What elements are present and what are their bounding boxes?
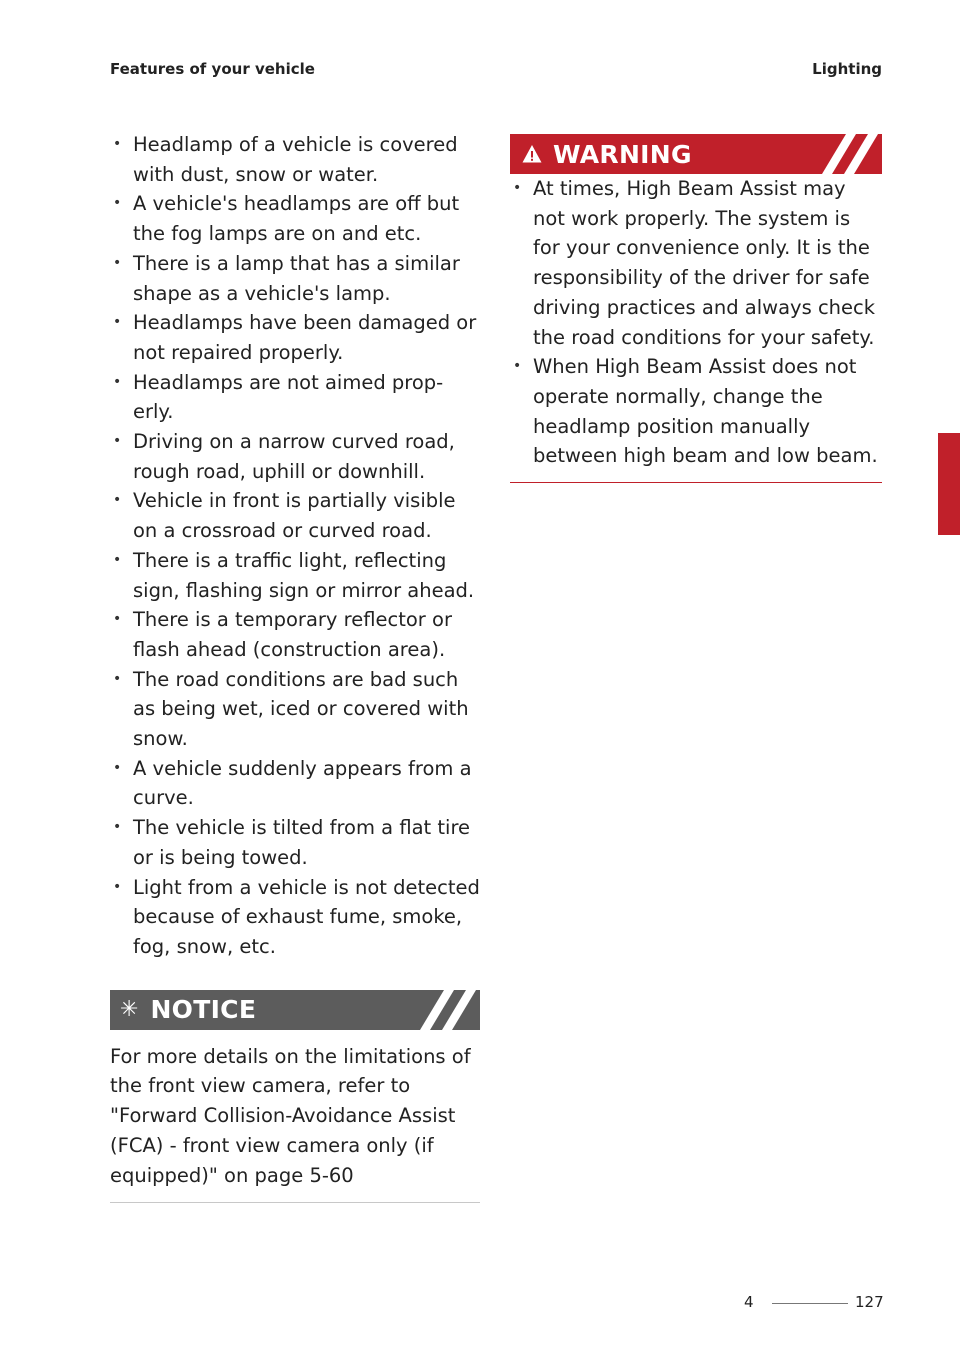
list-item: There is a temporary reflector or flash … [110, 605, 480, 664]
warning-triangle-icon [522, 145, 542, 163]
list-item: Headlamp of a vehicle is covered with du… [110, 130, 480, 189]
left-column: Headlamp of a vehicle is covered with du… [110, 130, 480, 1204]
page-number: 127 [855, 1293, 884, 1311]
list-item: There is a lamp that has a similar shape… [110, 249, 480, 308]
list-item: A vehicle suddenly appears from a curve. [110, 754, 480, 813]
list-item: Light from a vehicle is not detected bec… [110, 873, 480, 962]
header-section-title: Features of your vehicle [110, 60, 315, 78]
notice-banner: ✳ NOTICE [110, 989, 480, 1030]
list-item: The road conditions are bad such as bein… [110, 665, 480, 754]
list-item: When High Beam Assist does not operate n… [510, 352, 882, 471]
chapter-side-tab [938, 433, 960, 535]
list-item: Headlamps have been damaged or not repai… [110, 308, 480, 367]
list-item: The vehicle is tilted from a flat tire o… [110, 813, 480, 872]
right-column: WARNING At times, High Beam Assist may n… [510, 134, 882, 484]
list-item: Headlamps are not aimed prop-erly. [110, 368, 480, 427]
footer-chapter-number: 4 [744, 1293, 754, 1311]
list-item: Driving on a narrow curved road, rough r… [110, 427, 480, 486]
list-item: A vehicle's headlamps are off but the fo… [110, 189, 480, 248]
divider [510, 482, 882, 484]
asterisk-icon: ✳ [120, 996, 139, 1022]
warning-banner: WARNING [510, 134, 882, 174]
chapter-side-number: 4 [938, 514, 952, 536]
warning-title: WARNING [553, 139, 692, 169]
stripes-decoration [822, 134, 878, 174]
notice-title: NOTICE [150, 995, 257, 1025]
list-item: At times, High Beam Assist may not work … [510, 174, 882, 352]
list-item: Vehicle in front is partially visible on… [110, 486, 480, 545]
divider [110, 1202, 480, 1204]
warning-list: At times, High Beam Assist may not work … [510, 174, 882, 471]
footer-divider [772, 1303, 848, 1304]
notice-text: For more details on the limitations of t… [110, 1044, 471, 1187]
header-chapter-title: Lighting [812, 60, 882, 78]
stripes-decoration [420, 989, 476, 1030]
list-item: There is a traffic light, reflecting sig… [110, 546, 480, 605]
limitations-list: Headlamp of a vehicle is covered with du… [110, 130, 480, 962]
